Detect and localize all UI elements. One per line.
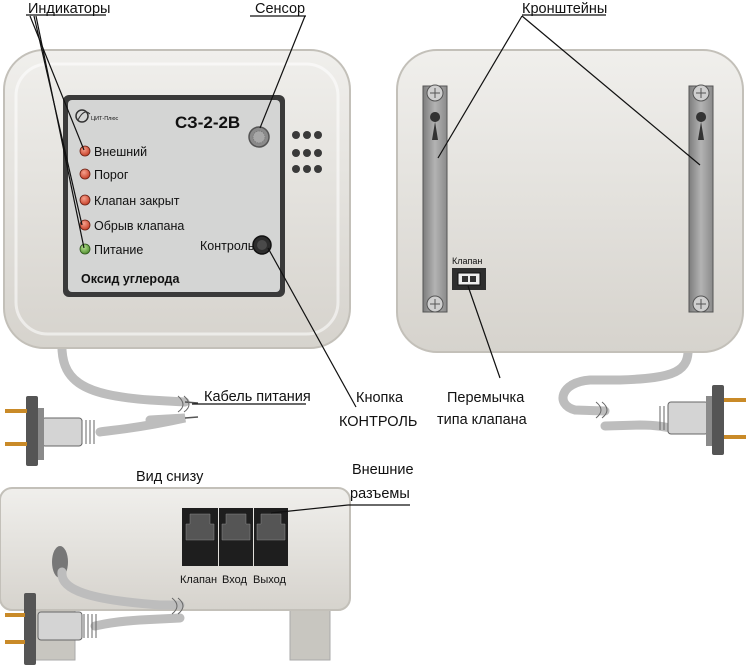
callout-jumper-line2: типа клапана xyxy=(437,412,528,428)
back-power-plug xyxy=(660,385,746,455)
jumper-label: Клапан xyxy=(452,256,482,266)
led-label: Порог xyxy=(94,168,129,182)
callout-brackets: Кронштейны xyxy=(522,1,607,17)
callout-bottom-view: Вид снизу xyxy=(136,469,204,485)
callout-sensor: Сенсор xyxy=(255,1,305,17)
callout-external-line1: Внешние xyxy=(352,462,414,478)
control-label: Контроль xyxy=(200,239,254,253)
bottom-housing xyxy=(0,488,350,610)
right-bracket xyxy=(689,85,713,312)
front-power-plug xyxy=(5,396,94,466)
port-label: Вход xyxy=(222,574,247,586)
led-label: Внешний xyxy=(94,145,147,159)
vent-grille xyxy=(292,131,322,173)
callout-button-line2: КОНТРОЛЬ xyxy=(339,414,417,430)
port-input[interactable] xyxy=(219,508,253,566)
logo-text: ЦИТ-Плюс xyxy=(91,116,119,122)
bottom-view: Клапан Вход Выход xyxy=(0,488,350,665)
led-label: Клапан закрыт xyxy=(94,194,180,208)
led-label: Питание xyxy=(94,243,143,257)
callout-button-line1: Кнопка xyxy=(356,390,404,406)
port-valve[interactable] xyxy=(182,508,218,566)
callout-jumper-line1: Перемычка xyxy=(447,390,525,406)
callout-external-line2: разъемы xyxy=(350,486,410,502)
port-output[interactable] xyxy=(254,508,288,566)
port-label: Выход xyxy=(253,574,286,586)
led-indicator: Обрыв клапана xyxy=(80,219,184,233)
port-label: Клапан xyxy=(180,574,217,586)
gas-label: Оксид углерода xyxy=(81,272,180,286)
valve-jumper[interactable] xyxy=(452,268,486,290)
callout-indicators: Индикаторы xyxy=(28,1,110,17)
led-indicator: Клапан закрыт xyxy=(80,194,180,208)
model-name: СЗ-2-2В xyxy=(175,113,240,132)
left-bracket xyxy=(423,85,447,312)
callout-power-cable: Кабель питания xyxy=(204,389,311,405)
led-label: Обрыв клапана xyxy=(94,219,184,233)
